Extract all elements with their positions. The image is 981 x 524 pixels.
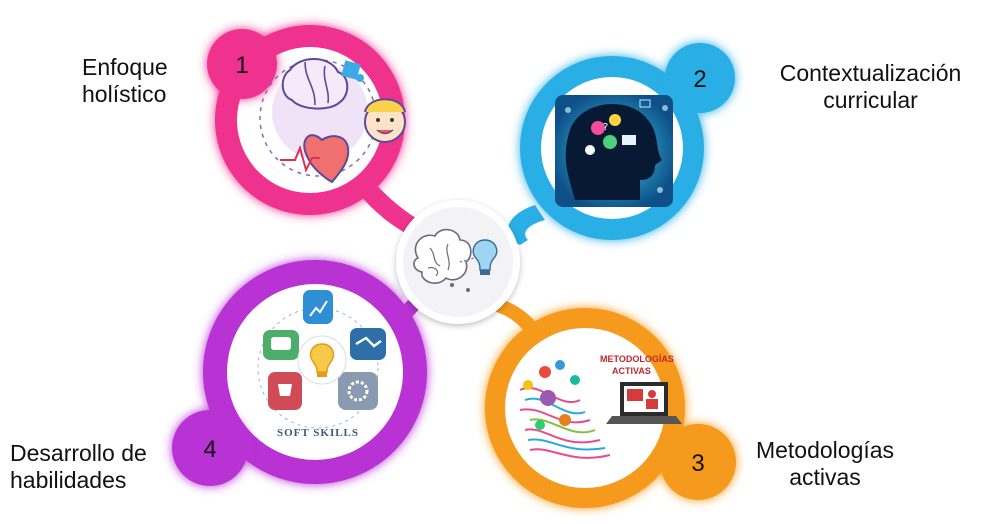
item-3-number-badge — [660, 424, 736, 500]
item-2-number-badge — [665, 43, 735, 113]
brain-lightbulb-icon — [413, 228, 498, 292]
item-1-node: 1 — [207, 25, 455, 252]
handshake-icon — [350, 328, 386, 360]
lightbulb-icon — [309, 343, 335, 377]
item-3-label: Metodologías activas — [736, 437, 914, 491]
item-4-node: 4 SOFT SKILLS — [172, 260, 427, 486]
metodologias-text-line1: METODOLOGÍAS — [600, 354, 674, 364]
holistic-brain-heart-face-icon — [259, 58, 406, 184]
item-2-label-line1: Contextualización — [779, 60, 962, 86]
item-1-label: Enfoque holístico — [82, 54, 168, 108]
growth-chart-icon — [303, 290, 333, 324]
item-1-number: 1 — [235, 52, 248, 79]
head-with-ideas-icon: ? — [555, 95, 673, 207]
metodologias-text-line2: ACTIVAS — [612, 366, 651, 376]
active-methodologies-laptop-icon: METODOLOGÍAS ACTIVAS — [519, 354, 682, 459]
item-2-number: 2 — [693, 66, 706, 93]
item-3-number: 3 — [691, 450, 704, 477]
item-2-label-line2: curricular — [823, 87, 918, 113]
gear-icon — [338, 372, 378, 410]
item-1-label-line1: Enfoque — [82, 54, 168, 80]
item-2-label: Contextualización curricular — [768, 60, 973, 114]
item-4-number-badge — [172, 410, 248, 486]
item-1-label-line2: holístico — [82, 81, 167, 107]
soft-skills-icon: SOFT SKILLS — [257, 290, 386, 439]
svg-text:?: ? — [603, 122, 608, 133]
item-2-connector — [508, 205, 545, 245]
item-3-label-line2: activas — [789, 464, 861, 490]
item-3-node: 3 METODOLOGÍAS ACTIVAS — [485, 298, 736, 508]
item-1-number-badge — [207, 29, 277, 99]
item-3-label-line1: Metodologías — [755, 437, 895, 463]
item-2-node: 2 ? — [508, 43, 735, 245]
item-4-label: Desarrollo de habilidades — [10, 440, 147, 494]
center-node — [396, 200, 520, 324]
item-4-label-line2: habilidades — [10, 467, 127, 493]
soft-skills-text: SOFT SKILLS — [277, 427, 359, 439]
item-4-label-line1: Desarrollo de — [10, 440, 147, 466]
item-4-number: 4 — [203, 436, 216, 463]
